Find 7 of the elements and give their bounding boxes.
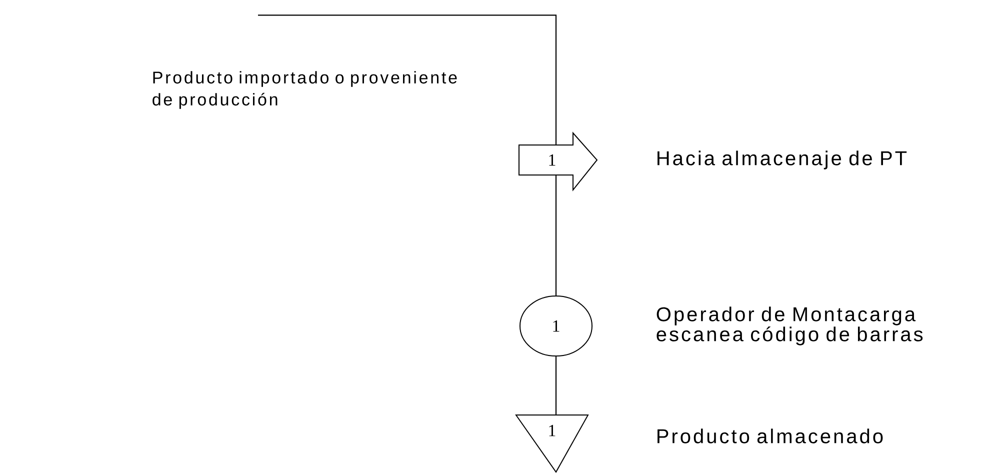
input-label: Producto importado o proveniente de producción [152,71,457,109]
step-label: Producto almacenado [658,428,883,444]
step-label: Operador de Montacarga escanea código de barras [656,306,923,346]
step-label: Hacia almacenaje de PT [658,150,907,170]
flow-line [555,356,557,415]
flow-line [555,176,557,296]
flow-line [258,14,557,144]
